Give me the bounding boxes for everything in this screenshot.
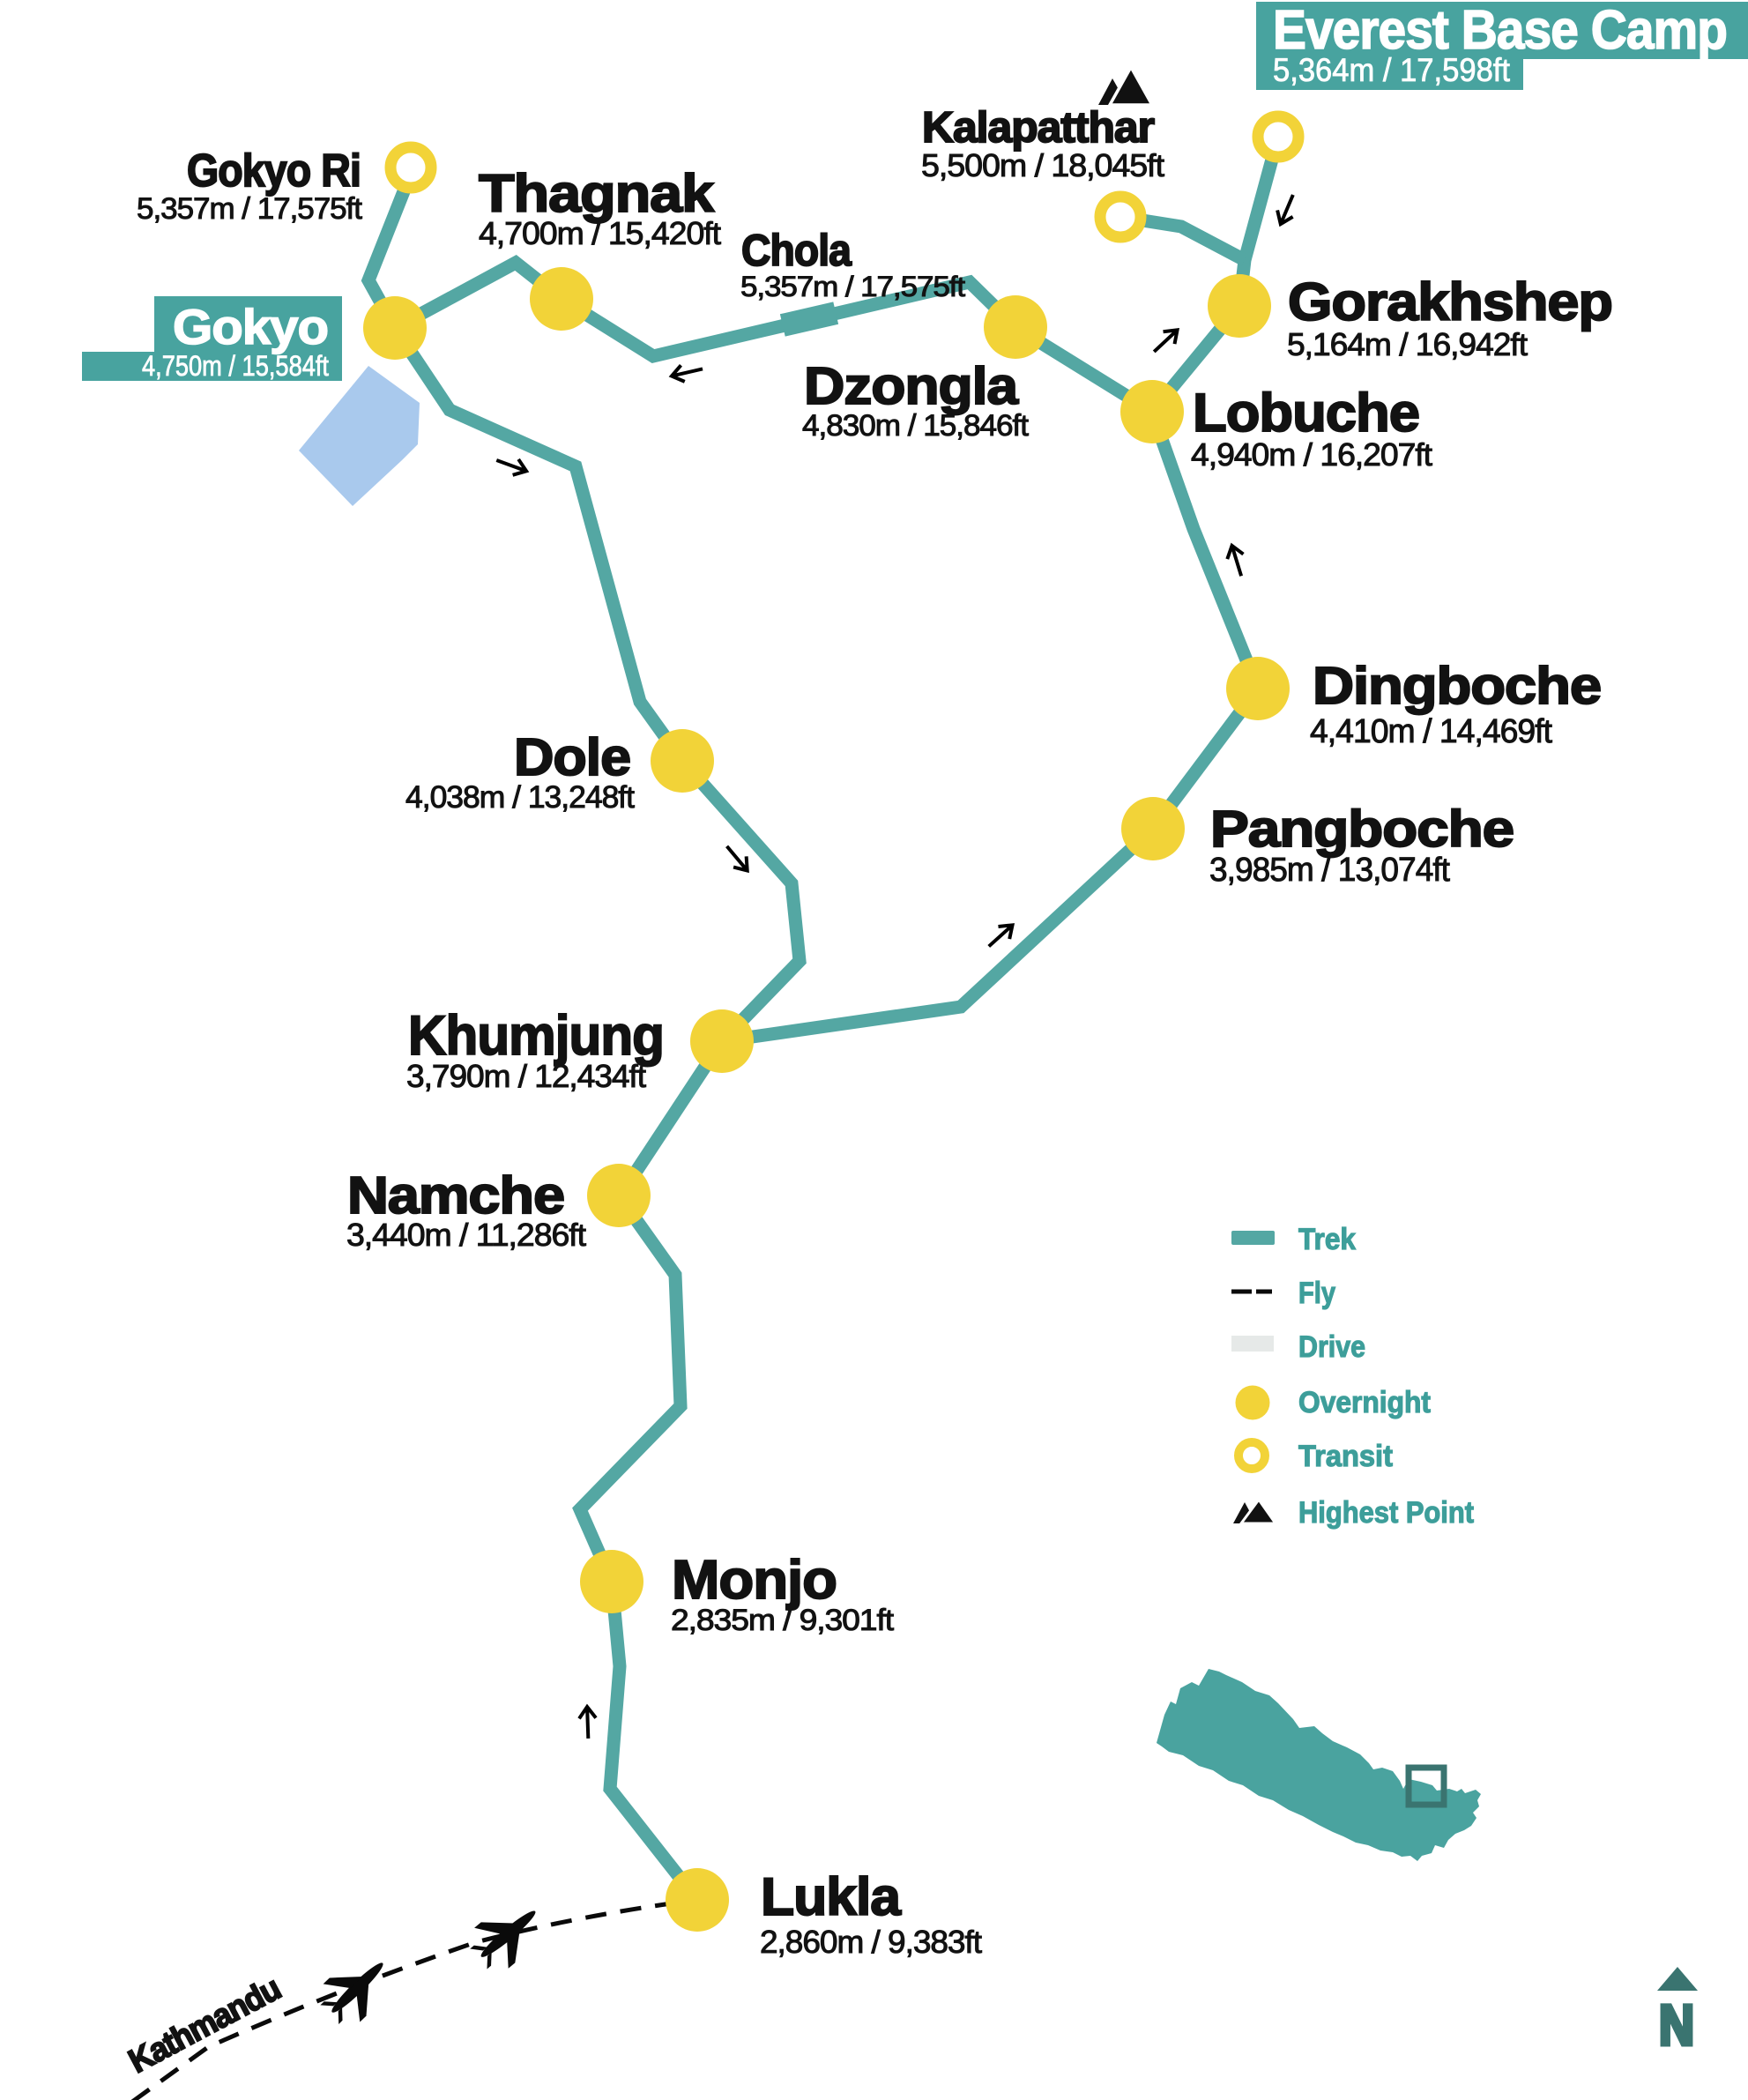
- svg-text:5,164m / 16,942ft: 5,164m / 16,942ft: [1287, 326, 1528, 362]
- svg-text:Chola: Chola: [741, 226, 852, 275]
- svg-text:4,700m / 15,420ft: 4,700m / 15,420ft: [479, 215, 721, 251]
- svg-text:Pangboche: Pangboche: [1210, 801, 1514, 858]
- svg-text:Kalapatthar: Kalapatthar: [922, 104, 1155, 152]
- svg-text:4,830m / 15,846ft: 4,830m / 15,846ft: [802, 409, 1030, 443]
- svg-text:Trek: Trek: [1298, 1223, 1356, 1256]
- svg-text:N: N: [1659, 1993, 1694, 2057]
- svg-text:Namche: Namche: [347, 1166, 564, 1225]
- svg-text:4,410m / 14,469ft: 4,410m / 14,469ft: [1310, 713, 1552, 750]
- svg-text:Lukla: Lukla: [761, 1867, 902, 1926]
- svg-text:5,357m / 17,575ft: 5,357m / 17,575ft: [740, 271, 965, 302]
- svg-text:Gokyo Ri: Gokyo Ri: [187, 145, 361, 197]
- svg-text:2,835m / 9,301ft: 2,835m / 9,301ft: [671, 1604, 895, 1637]
- svg-text:Dole: Dole: [514, 728, 630, 786]
- svg-text:3,790m / 12,434ft: 3,790m / 12,434ft: [406, 1058, 646, 1094]
- svg-text:5,364m / 17,598ft: 5,364m / 17,598ft: [1273, 52, 1511, 88]
- svg-text:Highest Point: Highest Point: [1298, 1496, 1474, 1530]
- svg-text:5,357m / 17,575ft: 5,357m / 17,575ft: [137, 192, 363, 226]
- svg-text:Thagnak: Thagnak: [479, 164, 715, 223]
- svg-text:3,440m / 11,286ft: 3,440m / 11,286ft: [346, 1217, 586, 1253]
- svg-text:4,940m / 16,207ft: 4,940m / 16,207ft: [1191, 436, 1432, 473]
- svg-text:Monjo: Monjo: [672, 1550, 837, 1611]
- svg-text:Everest Base Camp: Everest Base Camp: [1273, 0, 1727, 61]
- svg-text:4,750m / 15,584ft: 4,750m / 15,584ft: [142, 350, 329, 382]
- svg-text:5,500m / 18,045ft: 5,500m / 18,045ft: [921, 147, 1164, 183]
- svg-text:Gorakhshep: Gorakhshep: [1288, 272, 1612, 331]
- svg-text:Dzongla: Dzongla: [804, 357, 1019, 415]
- svg-text:2,860m / 9,383ft: 2,860m / 9,383ft: [760, 1924, 982, 1960]
- svg-text:3,985m / 13,074ft: 3,985m / 13,074ft: [1209, 852, 1450, 889]
- svg-text:Overnight: Overnight: [1298, 1386, 1431, 1419]
- svg-text:Khumjung: Khumjung: [408, 1005, 664, 1067]
- svg-text:4,038m / 13,248ft: 4,038m / 13,248ft: [405, 780, 635, 815]
- svg-text:Dingboche: Dingboche: [1313, 657, 1601, 715]
- svg-text:Transit: Transit: [1298, 1440, 1393, 1473]
- svg-text:Fly: Fly: [1298, 1277, 1335, 1310]
- svg-text:Lobuche: Lobuche: [1193, 383, 1419, 443]
- svg-text:Gokyo: Gokyo: [173, 299, 328, 354]
- svg-text:Drive: Drive: [1298, 1330, 1365, 1364]
